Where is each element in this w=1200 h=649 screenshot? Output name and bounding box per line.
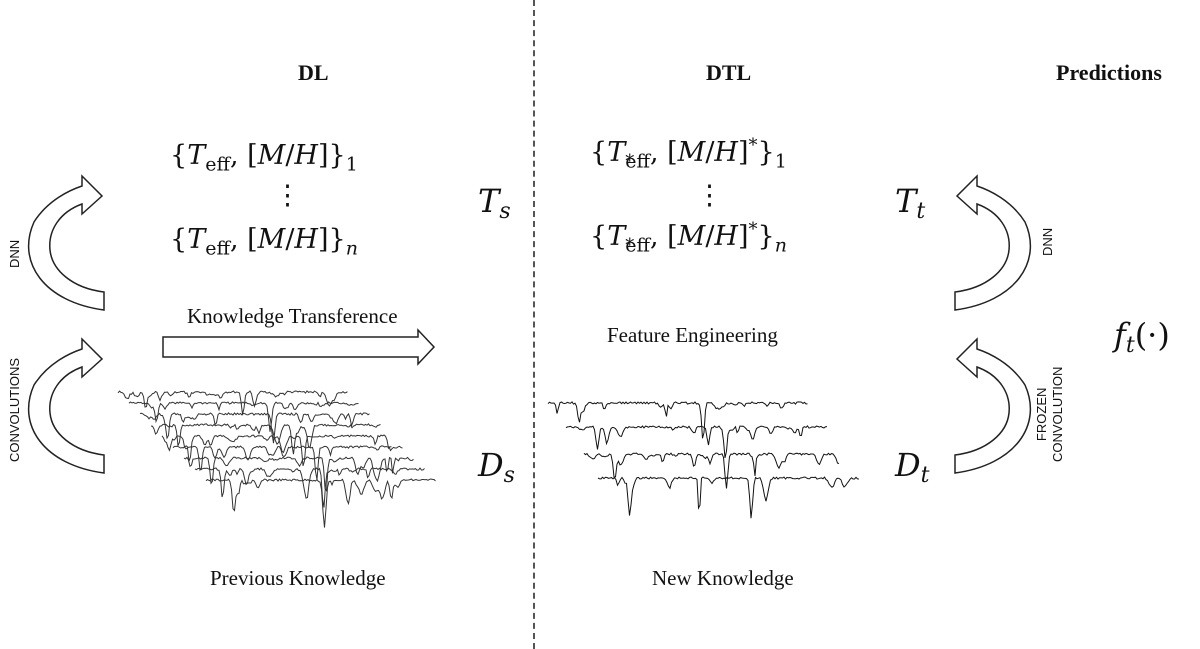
spectrum-line: [194, 467, 425, 508]
spectra-icon: [117, 390, 436, 528]
spectrum-line: [597, 476, 860, 519]
spectrum-line: [205, 478, 436, 528]
dtl-set-last: {T*eff, [M/H]*}n: [590, 219, 787, 257]
spectrum-line: [128, 401, 359, 432]
spectra-icon: [547, 401, 860, 519]
curved-arrow-icon: [954, 174, 1032, 311]
ft-symbol: ft(·): [1114, 316, 1170, 358]
right-arrow-icon: [162, 328, 436, 366]
spectrum-line: [565, 425, 828, 459]
spectrum-line: [172, 445, 403, 480]
Tt-symbol: Tt: [895, 182, 926, 224]
Dt-symbol: Dt: [895, 446, 930, 488]
section-divider: [533, 0, 535, 649]
dtl-set-first: {T*eff, [M/H]*}1: [590, 135, 787, 173]
dl-set-first: {Teff, [M/H]}1: [170, 140, 358, 176]
Ts-symbol: Ts: [478, 182, 511, 224]
knowledge-transference-label: Knowledge Transference: [187, 304, 398, 328]
Ds-symbol: Ds: [478, 446, 515, 488]
curved-arrow-icon: [27, 337, 105, 474]
dtl-set-dots: ⋮: [696, 180, 723, 211]
dl-set-dots: ⋮: [274, 180, 301, 211]
dtl-header: DTL: [706, 60, 752, 85]
new-knowledge-label: New Knowledge: [652, 566, 794, 590]
dl-set-last: {Teff, [M/H]}n: [170, 224, 358, 260]
feature-engineering-label: Feature Engineering: [607, 323, 778, 347]
spectrum-line: [183, 456, 414, 493]
spectrum-line: [117, 390, 348, 415]
predictions-header: Predictions: [1056, 60, 1162, 85]
spectrum-line: [150, 423, 381, 455]
spectrum-line: [547, 401, 808, 439]
curved-arrow-icon: [27, 174, 105, 311]
dl-header: DL: [298, 60, 329, 85]
spectrum-line: [161, 434, 392, 466]
previous-knowledge-label: Previous Knowledge: [210, 566, 386, 590]
spectrum-line: [583, 452, 840, 489]
curved-arrow-icon: [954, 337, 1032, 474]
spectrum-line: [139, 412, 370, 444]
